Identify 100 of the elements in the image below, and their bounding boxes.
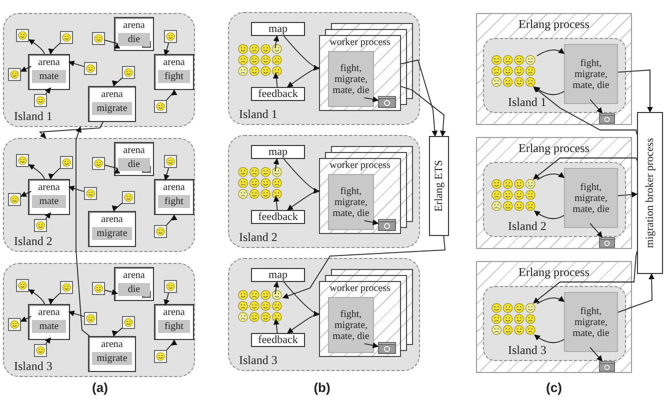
- action-label: mate: [32, 70, 66, 83]
- island-panel: [228, 12, 420, 125]
- arrow: [166, 339, 177, 350]
- arrow: [364, 219, 379, 226]
- arena-box: [88, 336, 136, 372]
- arrow: [534, 210, 564, 220]
- arrow: [287, 313, 320, 334]
- arena-box: [154, 179, 194, 215]
- island-label: Island 2: [508, 220, 546, 233]
- arrow: [287, 67, 320, 88]
- action-label: die: [118, 158, 150, 171]
- task-box: [328, 174, 374, 230]
- process-title: worker process: [328, 160, 392, 171]
- arrow: [536, 48, 565, 56]
- arena-label: arena: [123, 145, 145, 156]
- island-panel: [3, 13, 195, 127]
- arrow: [283, 36, 320, 70]
- arrow: [533, 158, 638, 180]
- arrow: [400, 59, 438, 137]
- arena-label: arena: [163, 57, 185, 68]
- feedback-box: [251, 333, 305, 347]
- island-panel: [228, 135, 420, 248]
- arena-box: [114, 142, 154, 176]
- task-label: fight, migrate, mate, die: [332, 308, 370, 342]
- map-box: [251, 268, 305, 282]
- arena-box: [28, 179, 70, 215]
- arrow: [20, 66, 32, 72]
- box-label: feedback: [258, 88, 298, 100]
- island-label: Island 3: [508, 344, 546, 357]
- feedback-box: [251, 210, 305, 224]
- smiley-icon: [84, 62, 97, 75]
- island-label: Island 1: [508, 96, 546, 109]
- smiley-icon: [60, 31, 73, 44]
- arrow: [618, 70, 653, 113]
- arrow: [166, 89, 177, 100]
- task-box: [564, 292, 618, 352]
- arrow: [164, 292, 170, 306]
- smiley-icon: [154, 100, 167, 113]
- task-label: fight, migrate, mate, die: [572, 58, 610, 90]
- feedback-box: [251, 87, 305, 101]
- arrow: [68, 186, 84, 192]
- arrow: [104, 289, 118, 295]
- bin-icon: [378, 342, 396, 354]
- action-label: fight: [158, 70, 190, 83]
- action-label: mate: [32, 195, 66, 208]
- erlang-process-box: [476, 137, 632, 249]
- arena-box: [88, 211, 136, 247]
- smiley-group-drawing: [490, 55, 537, 87]
- worker-process-box: [319, 158, 401, 234]
- arrow: [273, 72, 280, 88]
- arrow: [44, 87, 51, 94]
- arrow: [20, 316, 32, 322]
- arrow: [364, 342, 379, 348]
- task-label: fight, migrate, mate, die: [572, 306, 610, 338]
- arrow: [273, 318, 280, 334]
- erlang-process-box: [476, 261, 632, 373]
- arrow: [164, 42, 170, 56]
- smiley-icon: [34, 94, 47, 107]
- arrow: [48, 168, 60, 180]
- box-label: feedback: [258, 334, 298, 346]
- process-title: Erlang process: [518, 18, 590, 32]
- vertical-label: Erlang ETS: [432, 160, 446, 212]
- arrow: [283, 282, 320, 316]
- bin-icon: [599, 113, 615, 124]
- arrow: [536, 296, 565, 304]
- arena-label: arena: [163, 307, 185, 318]
- arrow: [618, 273, 655, 313]
- smiley-icon: [8, 318, 21, 331]
- island-label: Island 1: [14, 110, 52, 123]
- arrow: [166, 214, 177, 226]
- arrow: [590, 346, 603, 362]
- arrow: [273, 158, 280, 172]
- arena-box: [114, 267, 154, 301]
- smiley-icon: [164, 155, 177, 168]
- action-label: die: [118, 33, 150, 46]
- arena-box: [28, 304, 70, 340]
- smiley-icon: [154, 350, 167, 363]
- smiley-group-drawing: [490, 179, 537, 211]
- arena-label: arena: [101, 339, 123, 350]
- island-label: Island 2: [14, 234, 52, 248]
- smiley-icon: [60, 156, 73, 169]
- island-label: Island 3: [14, 360, 52, 373]
- arena-label: arena: [38, 307, 60, 318]
- vertical-label: migration broker process: [644, 138, 656, 248]
- island-panel: [483, 38, 626, 113]
- arrow: [364, 96, 379, 102]
- arrow: [590, 222, 603, 238]
- island-panel: [483, 286, 626, 361]
- erlang-process-box: [476, 13, 632, 125]
- arrow: [20, 190, 32, 197]
- box-label: map: [268, 22, 288, 36]
- box-label: feedback: [258, 210, 298, 224]
- arena-label: arena: [101, 214, 123, 225]
- broker-box: [637, 112, 663, 274]
- island-panel: [3, 263, 195, 377]
- arrow: [273, 281, 280, 295]
- process-title: Erlang process: [518, 266, 590, 280]
- arrow: [533, 251, 638, 304]
- island-label: Island 2: [239, 230, 278, 244]
- panel-caption: (c): [546, 380, 562, 395]
